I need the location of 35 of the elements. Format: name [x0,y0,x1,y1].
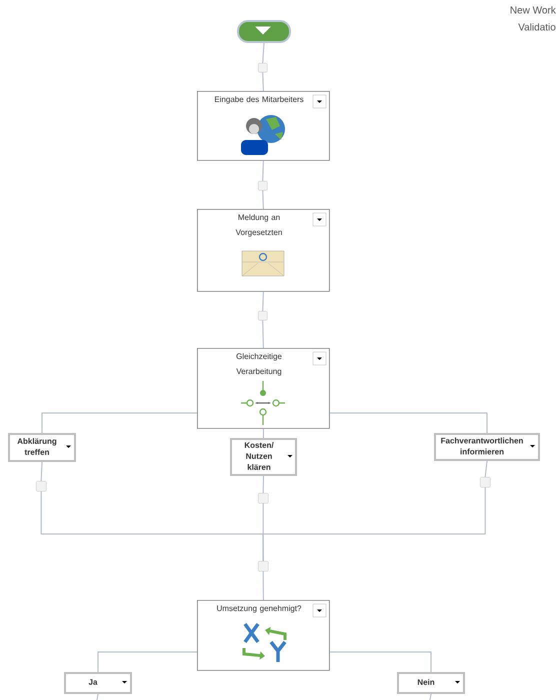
branch-box: Kosten/ Nutzen klären [230,438,297,476]
connector-line [329,412,488,434]
connector-line [40,462,42,482]
connector-line [262,72,264,92]
connector-line [42,412,198,434]
connector-line [262,190,264,210]
branch-box: Nein [397,672,465,694]
connector-square [258,311,268,320]
connector-line [262,320,264,348]
connector-line [262,486,486,562]
connector-square [480,477,490,488]
branch-box: Ja [64,672,132,694]
activity-box: Gleichzeitige Verarbeitung [197,348,330,429]
connector-line [262,476,264,494]
connector-line [484,460,488,478]
connector-line [430,694,432,700]
connector-square [258,561,268,572]
connector-line [98,652,198,672]
branch-box: Fachverantwortlichen informieren [434,433,540,461]
connector-line [329,652,432,672]
workflow-title: New Work [510,6,556,14]
activity-box: Umsetzung genehmigt? [197,600,330,671]
branch-box: Abklärung treffen [8,433,76,462]
start-button [237,20,291,43]
connector-square [258,63,268,72]
connector-line [262,570,264,600]
connector-line [262,42,264,64]
connector-square [258,181,268,190]
connector-line [96,694,98,700]
workflow-title: Validatio [518,23,556,31]
connector-line [262,291,264,312]
connector-line [262,160,264,182]
connector-square [36,481,46,492]
connector-line [262,428,264,438]
connector-square [258,493,268,504]
